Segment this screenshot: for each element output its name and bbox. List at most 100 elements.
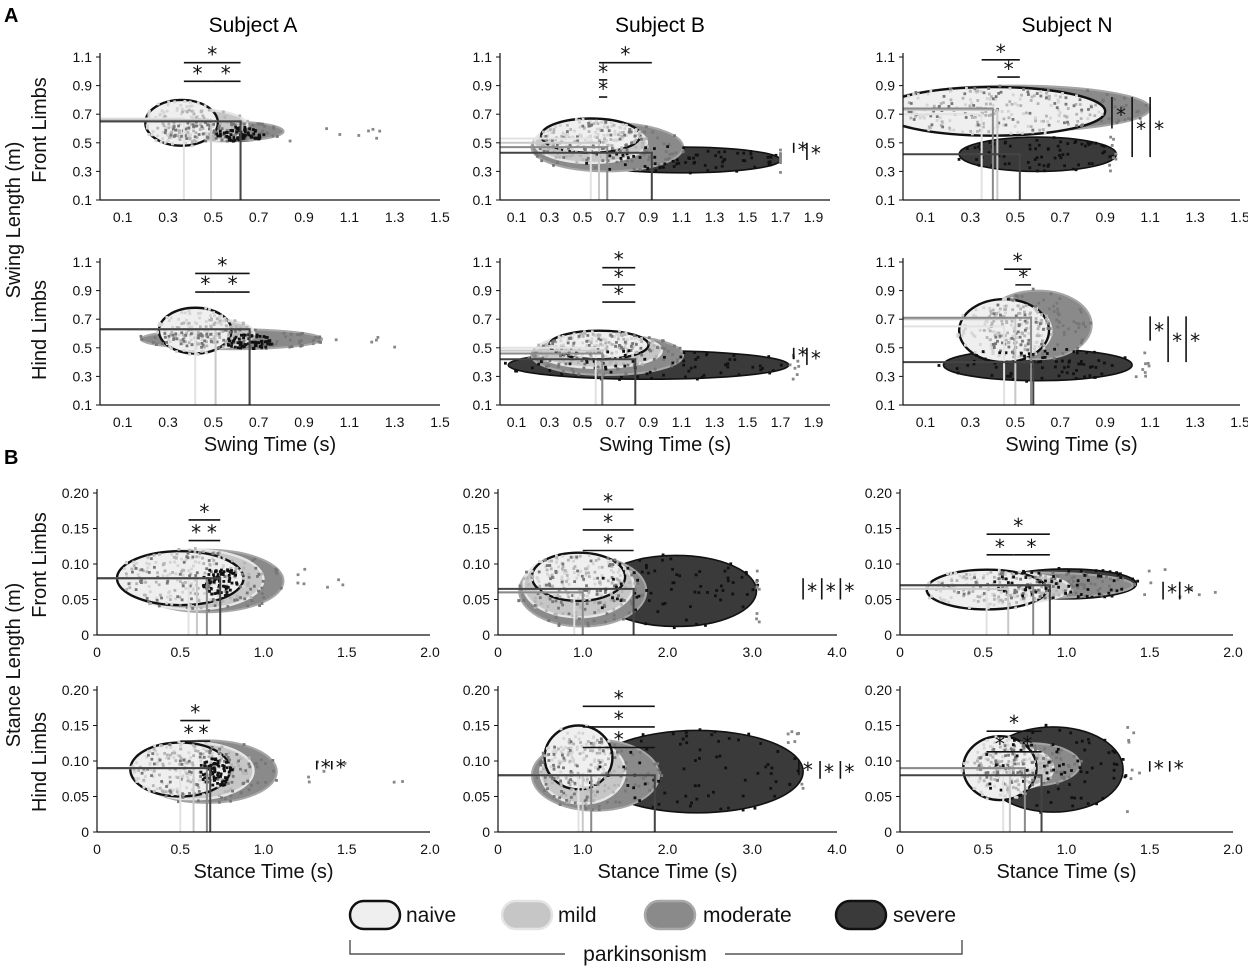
point-moderate bbox=[163, 332, 167, 335]
point-severe bbox=[1073, 796, 1077, 800]
point-mild bbox=[574, 611, 578, 614]
point-mild bbox=[230, 763, 233, 767]
point-moderate bbox=[260, 602, 264, 605]
point-mild bbox=[1050, 582, 1054, 585]
point-naive bbox=[602, 133, 606, 137]
point-mild bbox=[608, 361, 612, 365]
point-moderate bbox=[538, 596, 542, 600]
point-moderate bbox=[1057, 751, 1061, 755]
point-severe bbox=[214, 569, 218, 573]
point-severe bbox=[753, 806, 757, 810]
x-tick-label: 1.5 bbox=[738, 414, 758, 430]
point-moderate bbox=[555, 143, 559, 147]
point-naive bbox=[973, 335, 977, 338]
median-line-severe bbox=[500, 358, 637, 405]
point-mild bbox=[546, 594, 550, 598]
point-outlier bbox=[755, 580, 759, 584]
point-moderate bbox=[190, 597, 193, 601]
point-severe bbox=[764, 765, 768, 769]
point-naive bbox=[204, 306, 208, 310]
point-severe bbox=[622, 349, 626, 353]
point-mild bbox=[601, 140, 605, 144]
point-severe bbox=[1075, 583, 1079, 587]
point-naive bbox=[570, 336, 574, 340]
point-moderate bbox=[1080, 339, 1084, 342]
point-moderate bbox=[662, 142, 666, 146]
legend-item-moderate: moderate bbox=[643, 899, 792, 931]
point-moderate bbox=[187, 126, 191, 130]
x-tick-label: 0.9 bbox=[639, 414, 659, 430]
point-naive bbox=[615, 583, 619, 587]
point-naive bbox=[1035, 340, 1039, 344]
point-mild bbox=[223, 590, 227, 593]
point-moderate bbox=[209, 570, 213, 574]
point-naive bbox=[1086, 117, 1090, 121]
point-mild bbox=[914, 114, 917, 118]
point-naive bbox=[181, 775, 185, 779]
point-moderate bbox=[246, 604, 250, 608]
point-naive bbox=[160, 109, 164, 113]
sig-star: * bbox=[221, 61, 231, 85]
point-moderate bbox=[1080, 108, 1084, 112]
point-naive bbox=[206, 121, 210, 125]
point-mild bbox=[575, 161, 579, 164]
point-severe bbox=[1097, 359, 1101, 362]
point-moderate bbox=[253, 557, 257, 561]
legend-item-mild: mild bbox=[500, 899, 597, 931]
legend-label-naive: naive bbox=[406, 904, 456, 927]
point-moderate bbox=[1009, 780, 1013, 783]
point-outlier bbox=[296, 573, 300, 577]
point-mild bbox=[168, 136, 172, 139]
point-naive bbox=[625, 338, 629, 342]
point-severe bbox=[1061, 762, 1065, 766]
point-severe bbox=[1052, 575, 1055, 578]
point-severe bbox=[627, 349, 631, 353]
point-naive bbox=[996, 597, 1000, 601]
point-moderate bbox=[1027, 93, 1030, 96]
point-naive bbox=[186, 775, 189, 779]
point-naive bbox=[625, 134, 628, 137]
point-mild bbox=[193, 745, 197, 748]
point-outlier bbox=[1163, 568, 1167, 571]
point-naive bbox=[588, 597, 592, 601]
point-moderate bbox=[171, 333, 175, 337]
point-mild bbox=[617, 345, 621, 349]
point-moderate bbox=[223, 575, 227, 578]
point-severe bbox=[679, 355, 683, 359]
point-mild bbox=[564, 776, 568, 780]
point-naive bbox=[570, 148, 574, 152]
point-mild bbox=[1018, 311, 1022, 315]
point-moderate bbox=[1013, 588, 1017, 592]
point-naive bbox=[177, 740, 181, 744]
point-severe bbox=[1012, 738, 1016, 742]
point-moderate bbox=[561, 603, 565, 607]
point-severe bbox=[740, 575, 744, 579]
point-mild bbox=[1007, 602, 1011, 606]
point-mild bbox=[965, 576, 969, 580]
point-severe bbox=[675, 162, 679, 166]
point-naive bbox=[567, 583, 571, 586]
point-moderate bbox=[544, 782, 548, 786]
point-naive bbox=[988, 307, 992, 310]
point-mild bbox=[1028, 780, 1032, 784]
point-moderate bbox=[576, 569, 579, 573]
point-moderate bbox=[233, 330, 237, 333]
point-severe bbox=[713, 730, 717, 734]
point-mild bbox=[176, 776, 180, 779]
point-mild bbox=[132, 767, 136, 771]
point-naive bbox=[560, 577, 564, 581]
point-mild bbox=[641, 141, 645, 145]
point-severe bbox=[675, 573, 679, 577]
point-naive bbox=[563, 148, 566, 152]
point-moderate bbox=[537, 570, 541, 574]
point-mild bbox=[188, 548, 192, 552]
point-naive bbox=[1018, 97, 1022, 101]
point-mild bbox=[1041, 128, 1045, 131]
point-severe bbox=[1079, 593, 1083, 596]
point-naive bbox=[937, 580, 941, 584]
point-severe bbox=[216, 763, 220, 767]
point-naive bbox=[561, 583, 565, 586]
point-mild bbox=[195, 136, 199, 139]
point-naive bbox=[610, 124, 614, 128]
y-tick-label: 0.1 bbox=[876, 397, 896, 413]
